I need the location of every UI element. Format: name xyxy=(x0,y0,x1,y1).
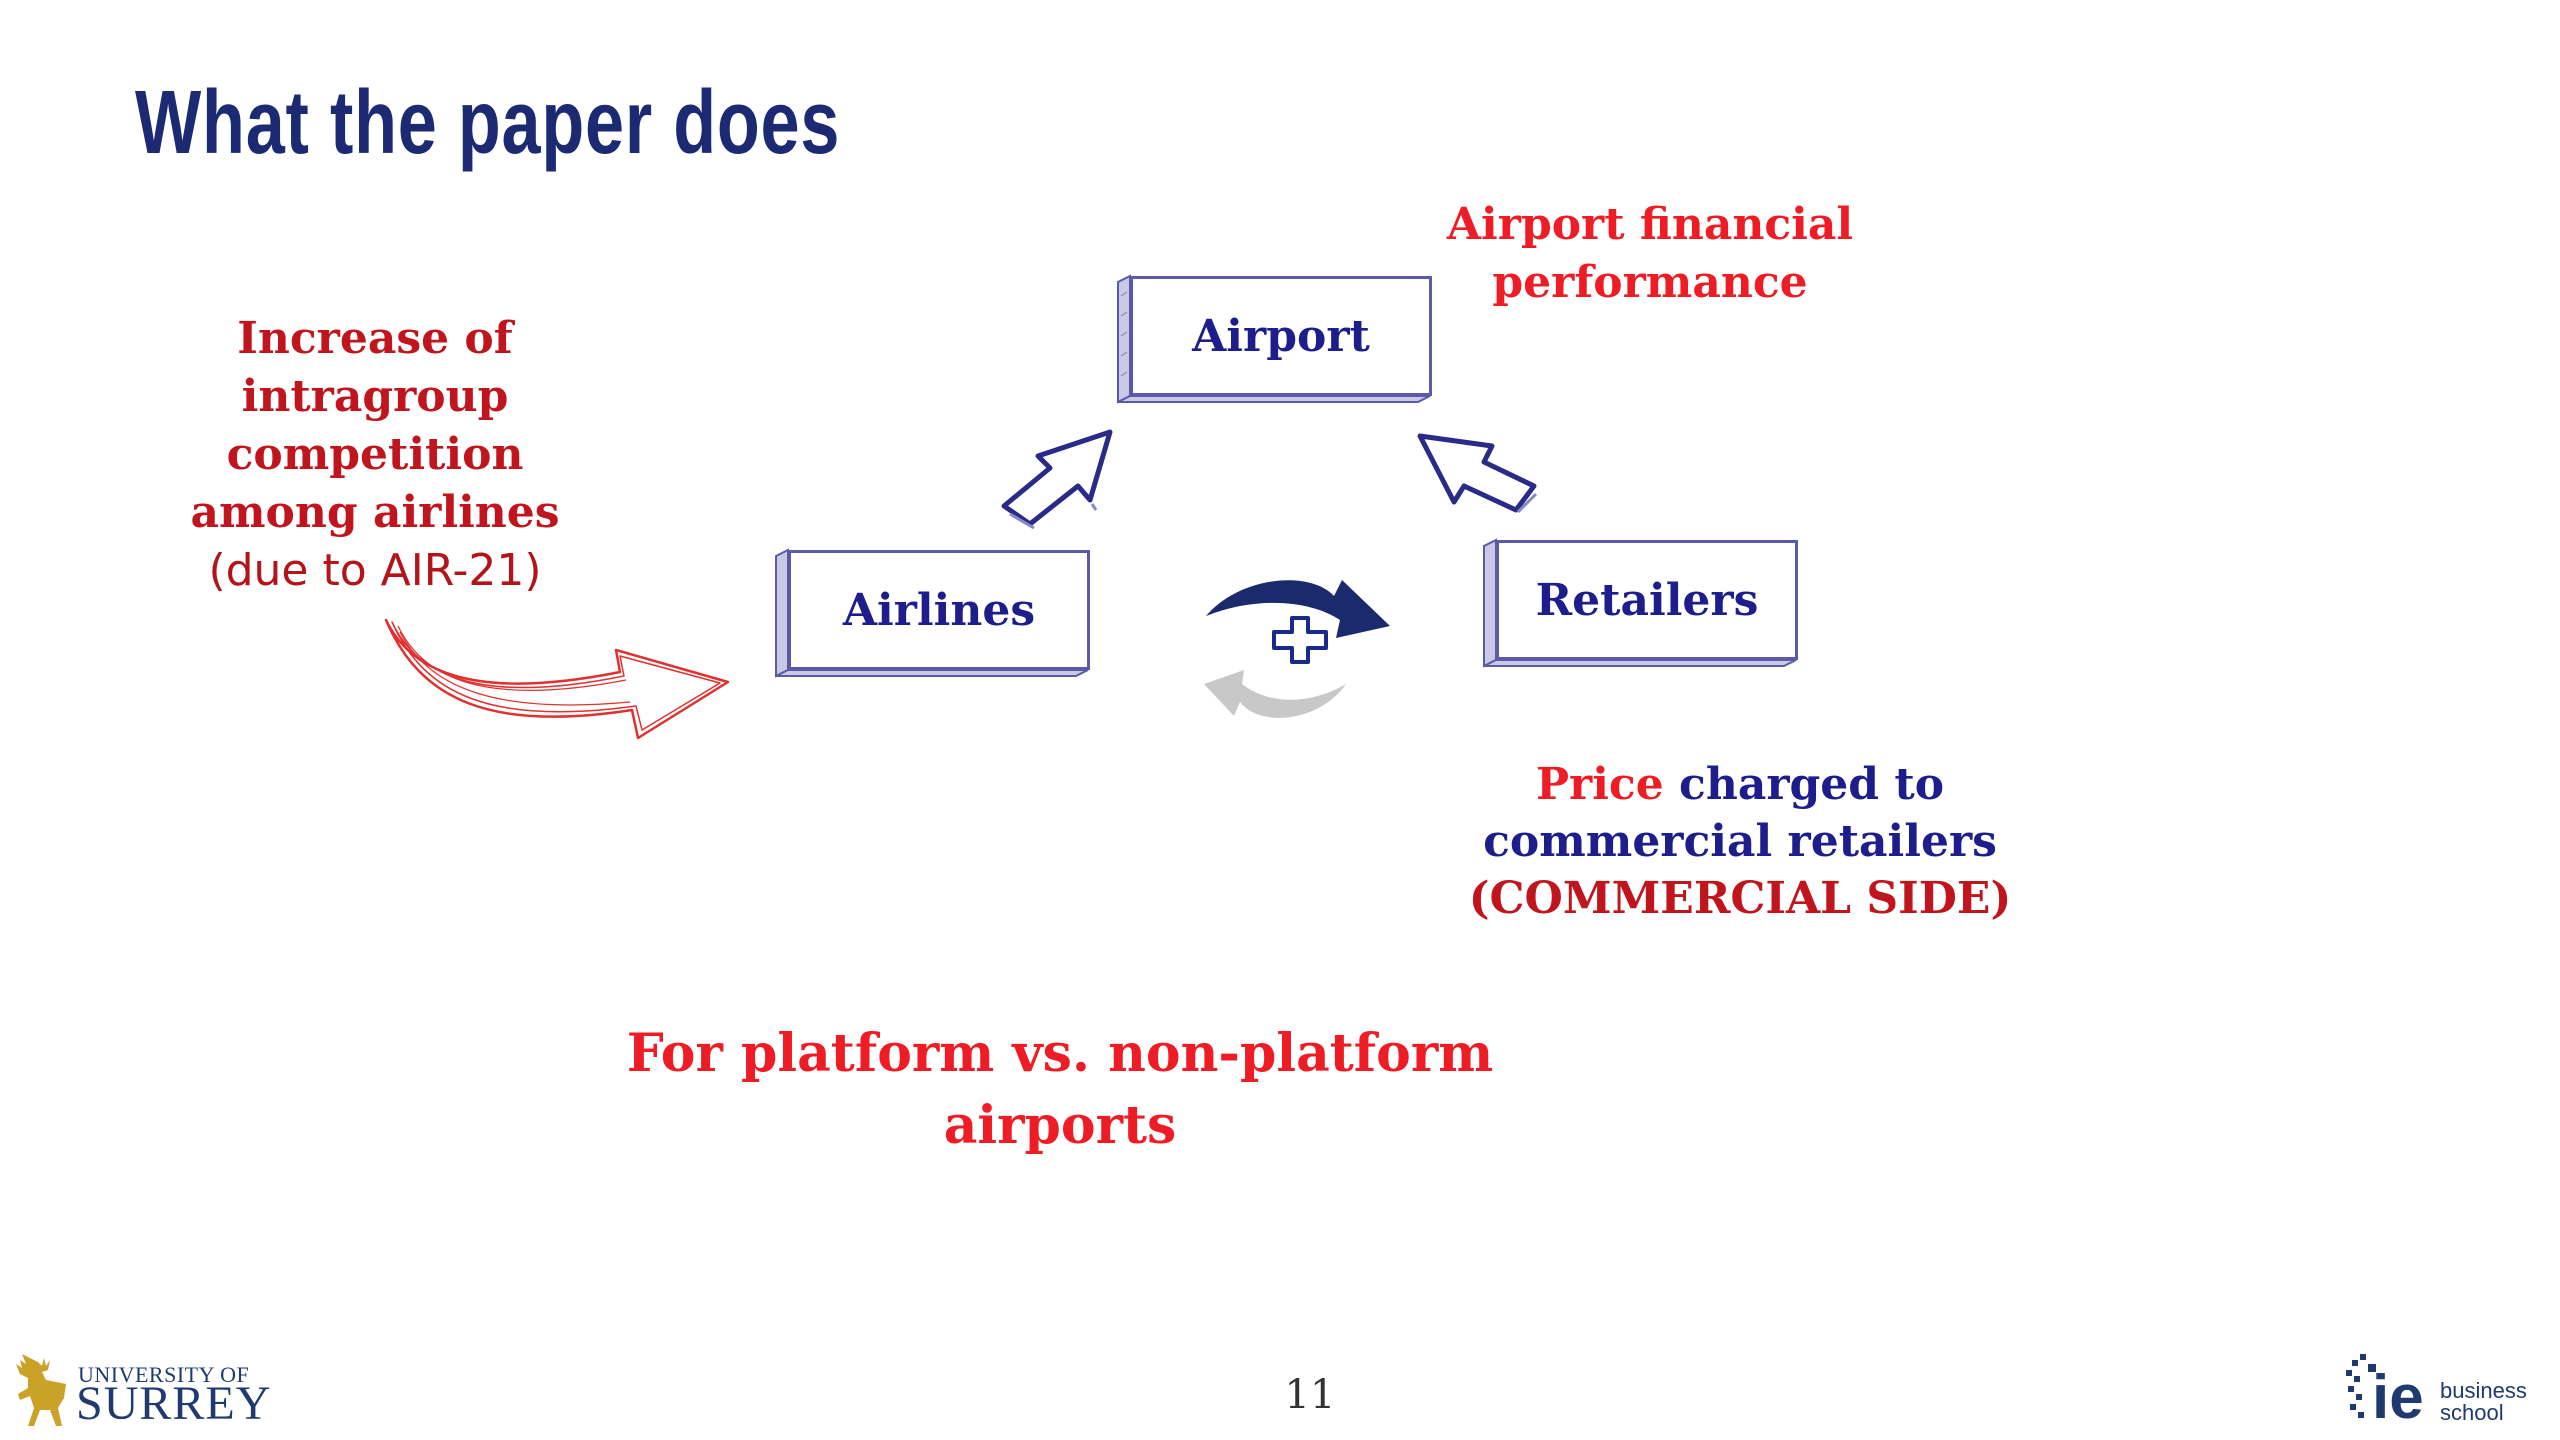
slide-title: What the paper does xyxy=(135,73,841,173)
price-line2: commercial retailers xyxy=(1483,816,1997,867)
retailers-label: Retailers xyxy=(1496,540,1798,660)
retailers-node: Retailers xyxy=(1483,538,1800,676)
financial-line2: performance xyxy=(1492,257,1808,308)
ie-logo-line2: school xyxy=(2440,1400,2504,1425)
airport-box-depth xyxy=(1117,274,1431,404)
arrow-up-left-icon xyxy=(1417,433,1538,514)
price-line1: Price charged to xyxy=(1460,756,2020,813)
surrey-stag-logo-icon xyxy=(16,1354,66,1426)
ie-logo-text: business school xyxy=(2440,1380,2527,1424)
left-text-line4: among airlines xyxy=(190,487,560,538)
airlines-node: Airlines xyxy=(775,548,1092,686)
surrey-logo-line1: UNIVERSITY OF xyxy=(78,1362,250,1387)
airlines-label: Airlines xyxy=(788,550,1090,670)
price-line3: (COMMERCIAL SIDE) xyxy=(1468,873,2012,924)
footnote-line1: For platform vs. non-platform xyxy=(626,1023,1494,1084)
price-word: Price xyxy=(1535,759,1664,810)
cycle-arrows-plus-icon xyxy=(1204,580,1390,718)
arrow-up-right-icon xyxy=(1001,429,1113,530)
airport-node: Airport xyxy=(1117,274,1434,412)
ie-mark: ie xyxy=(2372,1363,2424,1432)
retailers-box-depth xyxy=(1483,538,1797,668)
surrey-logo-line2: SURREY xyxy=(76,1377,272,1430)
footnote-line2: airports xyxy=(943,1095,1177,1156)
platform-comparison-text: For platform vs. non-platform airports xyxy=(560,1018,1560,1162)
airlines-box-depth xyxy=(775,548,1089,678)
price-charged-text: Price charged to commercial retailers (C… xyxy=(1460,756,2020,927)
left-text-line2: intragroup xyxy=(241,371,509,422)
page-number: 11 xyxy=(1284,1372,1336,1418)
left-text-line3: competition xyxy=(226,429,524,480)
financial-performance-text: Airport financial performance xyxy=(1440,196,1860,312)
price-rest: charged to xyxy=(1663,759,1945,810)
ie-business-school-logo-icon: ie xyxy=(2346,1354,2424,1432)
intragroup-competition-text: Increase of intragroup competition among… xyxy=(180,310,570,600)
left-text-line5: (due to AIR-21) xyxy=(208,545,542,596)
financial-line1: Airport financial xyxy=(1446,199,1854,250)
airport-label: Airport xyxy=(1130,276,1432,396)
left-text-line1: Increase of xyxy=(237,313,513,364)
ie-logo-line1: business xyxy=(2440,1378,2527,1403)
curved-right-arrow-icon xyxy=(384,618,730,740)
